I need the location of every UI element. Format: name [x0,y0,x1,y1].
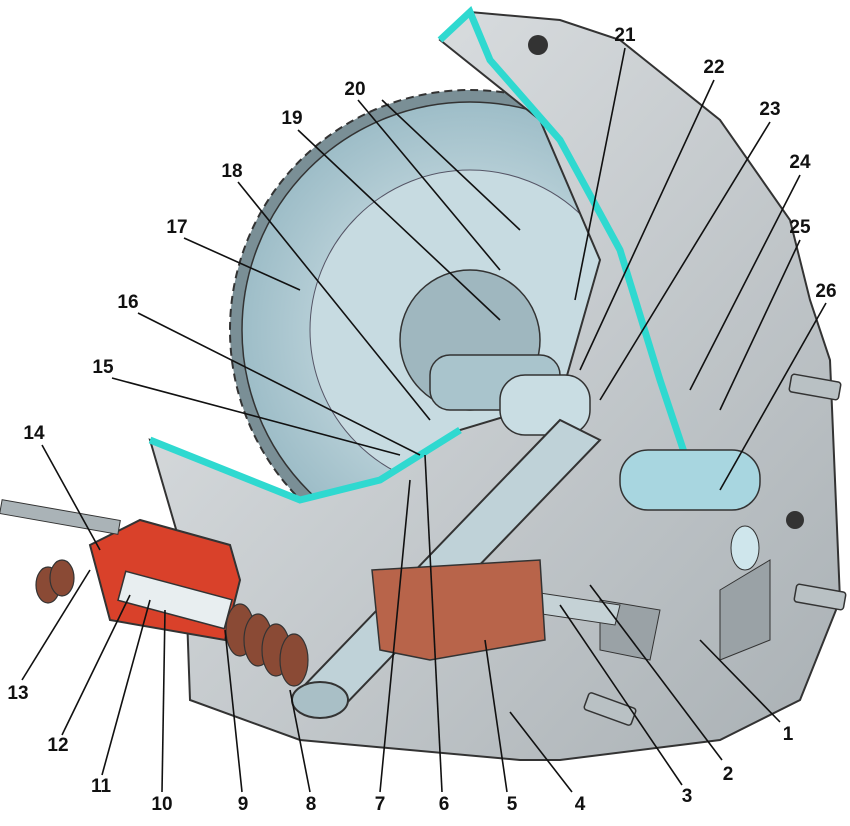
leader-line-25 [719,239,801,411]
leader-line-18 [237,181,431,421]
fork-spring-bracket [0,499,309,687]
leader-line-26 [719,302,827,491]
leader-line-15 [111,377,401,456]
leader-line-19 [297,129,501,321]
callout-label-14: 14 [23,423,45,444]
callout-label-20: 20 [344,79,365,100]
callout-label-24: 24 [789,152,811,173]
leader-line-17 [183,237,301,291]
leader-line-2 [589,584,723,761]
leader-line-11 [101,599,151,776]
callout-label-10: 10 [151,794,172,815]
leader-line-3 [559,604,683,786]
callout-label-2: 2 [723,764,734,785]
fork-boot [371,559,546,661]
leader-line-24 [689,174,801,391]
callout-label-22: 22 [703,57,724,78]
callout-label-25: 25 [789,217,811,238]
callout-label-21: 21 [614,25,636,46]
leader-line-20 [381,99,521,231]
release-bearing-and-shaft [429,354,761,571]
callout-label-3: 3 [682,786,693,807]
callout-label-5: 5 [507,794,518,815]
callout-label-16: 16 [117,292,138,313]
callout-label-23: 23 [759,99,780,120]
leader-line-9 [224,629,243,793]
callout-label-1: 1 [783,724,794,745]
leader-line-12 [61,594,131,736]
callout-label-4: 4 [575,794,586,815]
callout-label-17: 17 [166,217,187,238]
housing-studs [583,373,847,726]
clutch-housing [148,6,842,761]
leader-line-22 [579,79,715,371]
callout-label-13: 13 [7,683,28,704]
leader-line-4 [509,711,573,793]
leader-line-5 [484,639,508,793]
callout-label-9: 9 [238,794,249,815]
leader-line-1 [699,639,781,723]
leader-line-14 [41,444,101,551]
callout-label-11: 11 [91,776,112,797]
leader-lines [21,47,827,793]
leader-line-23 [599,121,771,401]
callout-label-18: 18 [221,161,242,182]
callout-label-6: 6 [439,794,450,815]
leader-line-8 [289,689,311,793]
callout-label-26: 26 [815,281,836,302]
callout-label-7: 7 [375,794,386,815]
callout-labels: 1234567891011121314151617181920212223242… [7,25,836,815]
callout-label-19: 19 [281,108,302,129]
leader-line-21 [574,47,626,301]
leader-line-16 [137,312,421,456]
leader-line-6 [424,454,443,793]
callout-label-15: 15 [92,357,114,378]
callout-label-12: 12 [47,735,68,756]
leader-line-10 [161,609,166,793]
callout-label-8: 8 [306,794,317,815]
leader-line-20 [357,99,501,271]
leader-line-13 [21,569,91,681]
leader-line-7 [379,479,411,793]
